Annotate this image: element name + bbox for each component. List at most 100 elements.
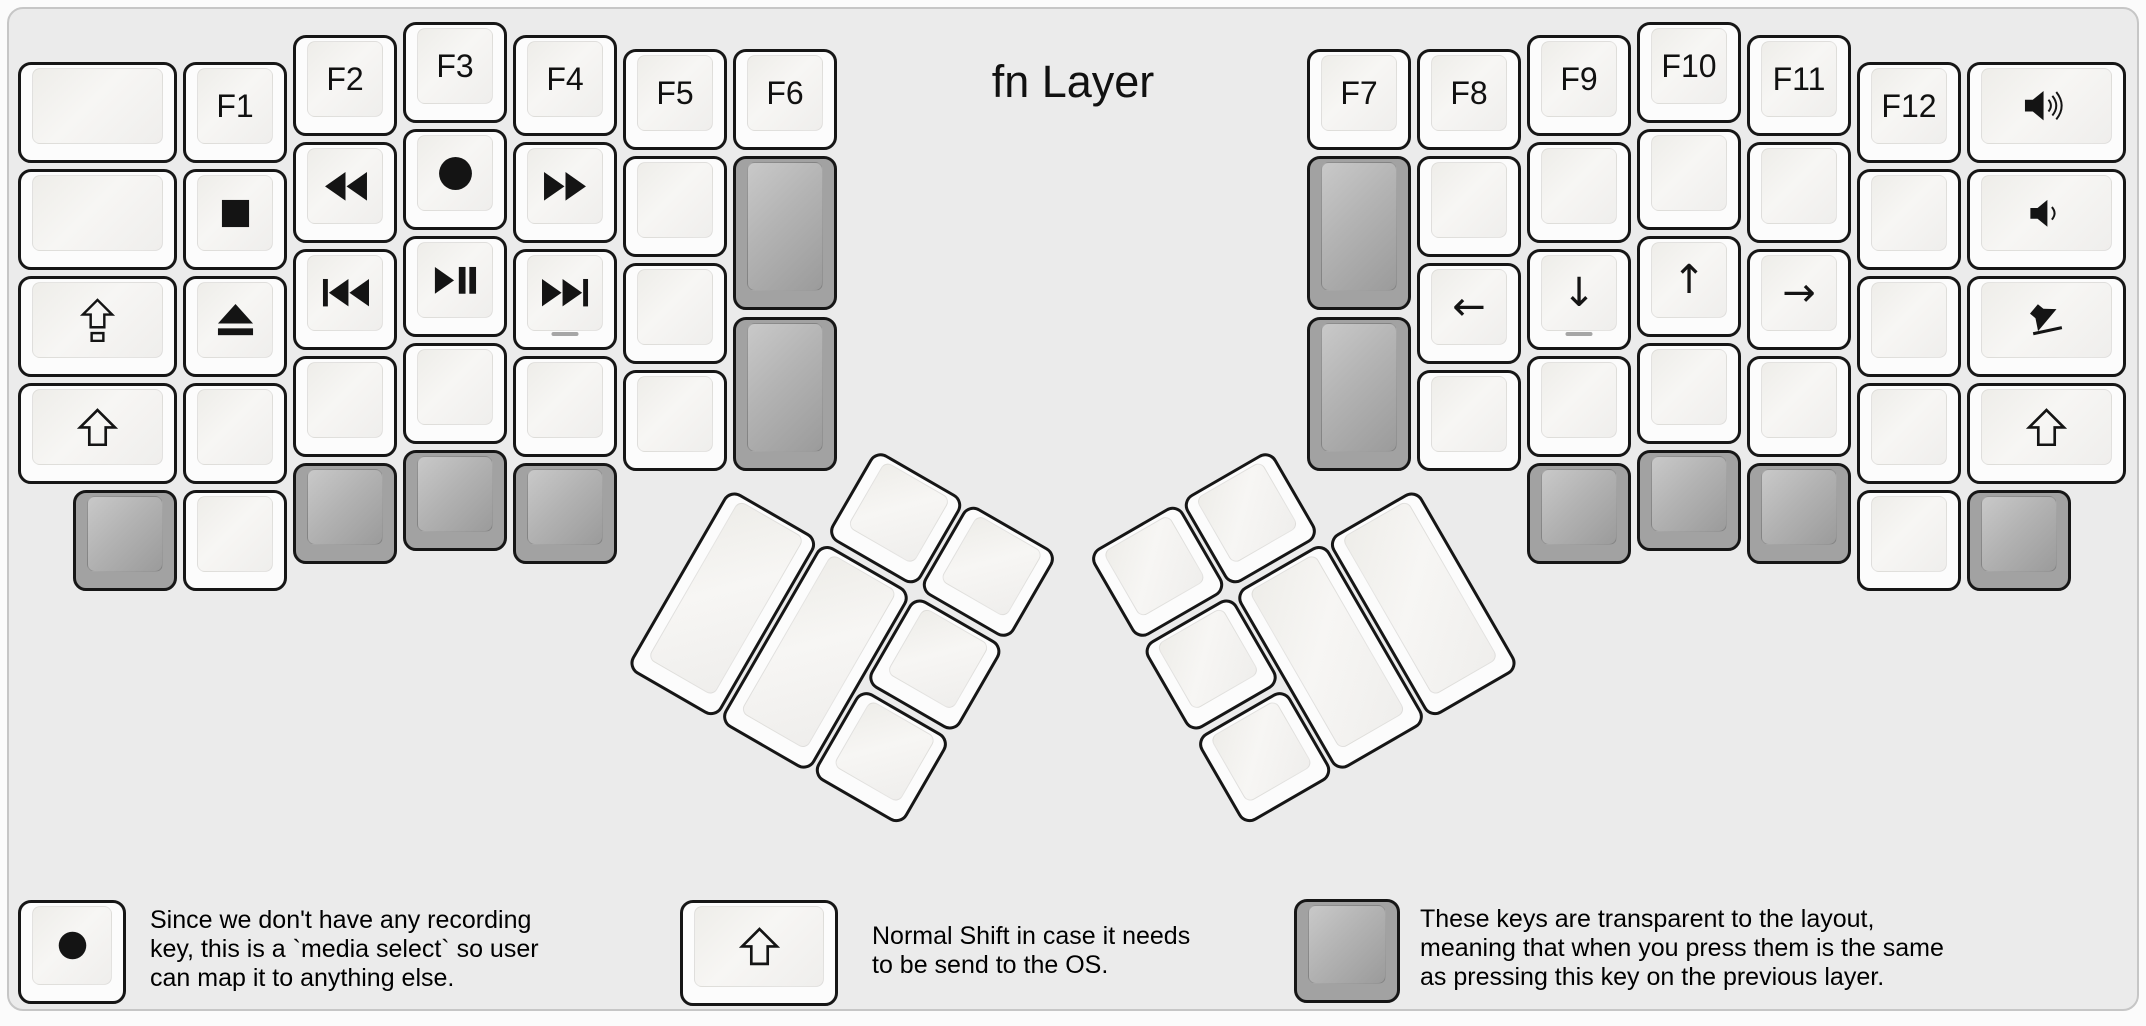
key-blank[interactable] [623, 156, 727, 257]
keycap [1308, 905, 1386, 984]
keycap [527, 362, 603, 438]
key-volume-up[interactable] [1967, 62, 2126, 163]
key-arrow-right[interactable]: → [1747, 249, 1851, 350]
key-f11[interactable]: F11 [1747, 35, 1851, 136]
key-blank[interactable] [1857, 383, 1961, 484]
key-caps-lock[interactable] [18, 276, 177, 377]
keycap [1871, 282, 1947, 358]
key-blank[interactable] [1857, 169, 1961, 270]
legend-line: Since we don't have any recording [150, 906, 532, 934]
key-transparent[interactable] [73, 490, 177, 591]
key-blank[interactable] [1637, 129, 1741, 230]
key-f8[interactable]: F8 [1417, 49, 1521, 150]
keycap [417, 242, 493, 318]
key-arrow-right-glyph: → [1782, 270, 1816, 316]
key-transparent[interactable] [403, 450, 507, 551]
keycap [747, 323, 823, 452]
key-transparent[interactable] [1307, 156, 1411, 310]
key-blank[interactable] [513, 356, 617, 457]
keycap: F2 [307, 41, 383, 117]
key-blank[interactable] [1857, 276, 1961, 377]
key-f10[interactable]: F10 [1637, 22, 1741, 123]
key-play-pause[interactable] [403, 236, 507, 337]
key-arrow-down-glyph: ↓ [1562, 270, 1596, 316]
key-next-track[interactable] [513, 249, 617, 350]
key-volume-down[interactable] [1967, 169, 2126, 270]
key-blank[interactable] [1857, 490, 1961, 591]
key-stop[interactable] [183, 169, 287, 270]
key-blank[interactable] [623, 263, 727, 364]
key-f6[interactable]: F6 [733, 49, 837, 150]
keycap [32, 175, 163, 251]
key-blank[interactable] [623, 370, 727, 471]
keycap [197, 389, 273, 465]
record-small-icon [57, 930, 88, 961]
key-blank[interactable] [18, 169, 177, 270]
keycap [1761, 362, 1837, 438]
keycap [417, 456, 493, 532]
key-f5[interactable]: F5 [623, 49, 727, 150]
key-blank[interactable] [18, 62, 177, 163]
keycap [1321, 162, 1397, 291]
legend-line: These keys are transparent to the layout… [1420, 905, 1875, 933]
key-transparent[interactable] [733, 156, 837, 310]
key-arrow-left[interactable]: ← [1417, 263, 1521, 364]
keycap [527, 469, 603, 545]
key-f1[interactable]: F1 [183, 62, 287, 163]
key-blank[interactable] [293, 356, 397, 457]
key-eject[interactable] [183, 276, 287, 377]
key-blank[interactable] [1637, 343, 1741, 444]
keycap [1651, 456, 1727, 532]
key-f9[interactable]: F9 [1527, 35, 1631, 136]
eject-icon [216, 303, 255, 336]
key-transparent[interactable] [1967, 490, 2071, 591]
key-transparent[interactable] [1747, 463, 1851, 564]
key-transparent[interactable] [733, 317, 837, 471]
key-f4[interactable]: F4 [513, 35, 617, 136]
fast-forward-icon [543, 171, 588, 202]
key-f3[interactable]: F3 [403, 22, 507, 123]
keycap [637, 269, 713, 345]
key-shift-left[interactable] [18, 383, 177, 484]
key-blank[interactable] [1747, 142, 1851, 243]
key-blank[interactable] [1527, 142, 1631, 243]
mute-icon [2026, 301, 2067, 340]
key-label: F8 [1450, 75, 1488, 111]
key-f7[interactable]: F7 [1307, 49, 1411, 150]
key-label: F7 [1340, 75, 1378, 111]
legend-text-transparent: These keys are transparent to the layout… [1420, 905, 1944, 992]
shift-icon [2026, 407, 2067, 447]
key-record[interactable] [403, 129, 507, 230]
keycap: ↓ [1541, 255, 1617, 331]
keycap [1981, 389, 2112, 465]
keycap [1651, 349, 1727, 425]
key-blank[interactable] [1527, 356, 1631, 457]
keycap [1981, 496, 2057, 572]
keycap: F10 [1651, 28, 1727, 104]
legend-transparent-key [1294, 899, 1400, 1003]
keycap [1981, 282, 2112, 358]
key-shift-right[interactable] [1967, 383, 2126, 484]
keycap [637, 162, 713, 238]
key-f2[interactable]: F2 [293, 35, 397, 136]
key-blank[interactable] [183, 490, 287, 591]
key-transparent[interactable] [513, 463, 617, 564]
key-arrow-up[interactable]: ↑ [1637, 236, 1741, 337]
key-fast-forward[interactable] [513, 142, 617, 243]
key-rewind[interactable] [293, 142, 397, 243]
shift-icon [738, 927, 780, 966]
key-blank[interactable] [1417, 156, 1521, 257]
key-blank[interactable] [183, 383, 287, 484]
key-arrow-up-glyph: ↑ [1672, 257, 1706, 303]
key-blank[interactable] [1747, 356, 1851, 457]
key-blank[interactable] [1417, 370, 1521, 471]
key-transparent[interactable] [1307, 317, 1411, 471]
key-arrow-down[interactable]: ↓ [1527, 249, 1631, 350]
key-f12[interactable]: F12 [1857, 62, 1961, 163]
key-transparent[interactable] [1527, 463, 1631, 564]
key-transparent[interactable] [293, 463, 397, 564]
key-blank[interactable] [403, 343, 507, 444]
key-transparent[interactable] [1637, 450, 1741, 551]
key-prev-track[interactable] [293, 249, 397, 350]
key-mute[interactable] [1967, 276, 2126, 377]
